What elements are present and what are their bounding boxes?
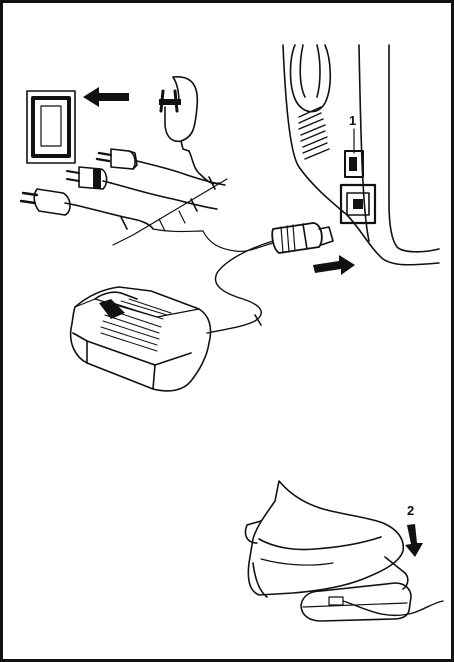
callout-2: 2 [407, 503, 414, 518]
arrow-right-icon [313, 255, 355, 275]
euro-plug-icon [97, 149, 225, 189]
us-plug-icon [67, 167, 217, 211]
foot-control-connector [272, 223, 333, 253]
callout-1: 1 [349, 113, 356, 153]
callout-2-label: 2 [407, 503, 414, 518]
pedal-cable [207, 241, 273, 333]
foot-pedal [71, 287, 211, 391]
power-socket [341, 185, 375, 223]
setup-illustration: 1 [3, 3, 451, 659]
adapter-plug-icon [159, 77, 219, 184]
callout-1-label: 1 [349, 113, 356, 128]
arrow-down-icon [405, 524, 423, 557]
euro-plug-2-icon [21, 189, 153, 229]
arrow-left-icon [83, 87, 129, 107]
power-switch [345, 151, 363, 177]
sewing-machine [283, 45, 439, 265]
wall-outlet-icon [27, 91, 75, 163]
